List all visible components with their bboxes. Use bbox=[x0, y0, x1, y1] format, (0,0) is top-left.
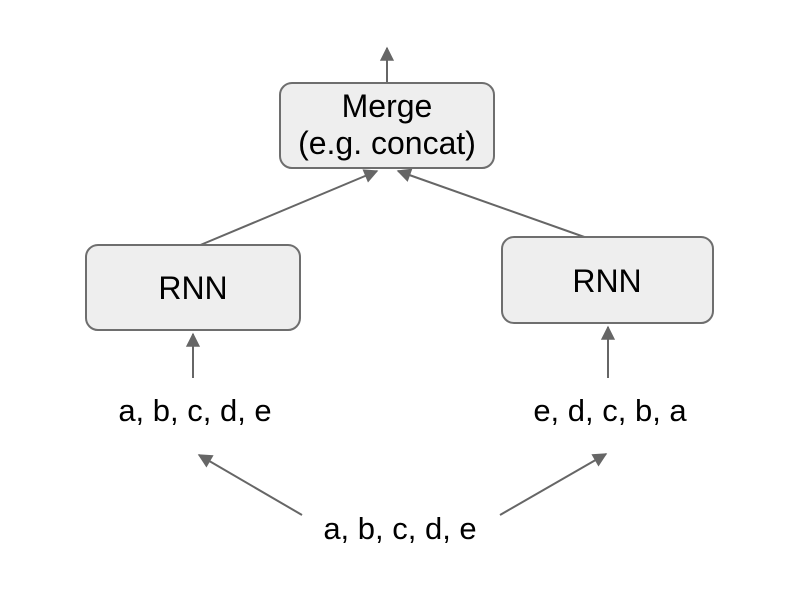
merge-node-label-line2: (e.g. concat) bbox=[298, 125, 476, 161]
source-to-right-input-arrow bbox=[499, 453, 608, 516]
left-rnn-to-merge-arrow bbox=[197, 169, 379, 247]
rnn-left-node: RNN bbox=[85, 244, 301, 331]
left-input-sequence-label: a, b, c, d, e bbox=[118, 393, 271, 428]
rnn-right-node: RNN bbox=[501, 236, 714, 324]
rnn-right-node-label: RNN bbox=[572, 263, 641, 299]
merge-node-box bbox=[279, 82, 495, 169]
merge-node-label-line1: Merge bbox=[342, 88, 433, 124]
rnn-right-node-box bbox=[501, 236, 714, 324]
merge-node: Merge (e.g. concat) bbox=[279, 82, 495, 169]
rnn-left-node-label: RNN bbox=[158, 270, 227, 306]
source-sequence-label: a, b, c, d, e bbox=[323, 511, 476, 546]
right-rnn-to-merge-arrow bbox=[396, 168, 591, 240]
right-input-sequence-label: e, d, c, b, a bbox=[533, 393, 687, 428]
rnn-left-node-box bbox=[85, 244, 301, 331]
source-to-left-input-arrow bbox=[197, 454, 303, 516]
